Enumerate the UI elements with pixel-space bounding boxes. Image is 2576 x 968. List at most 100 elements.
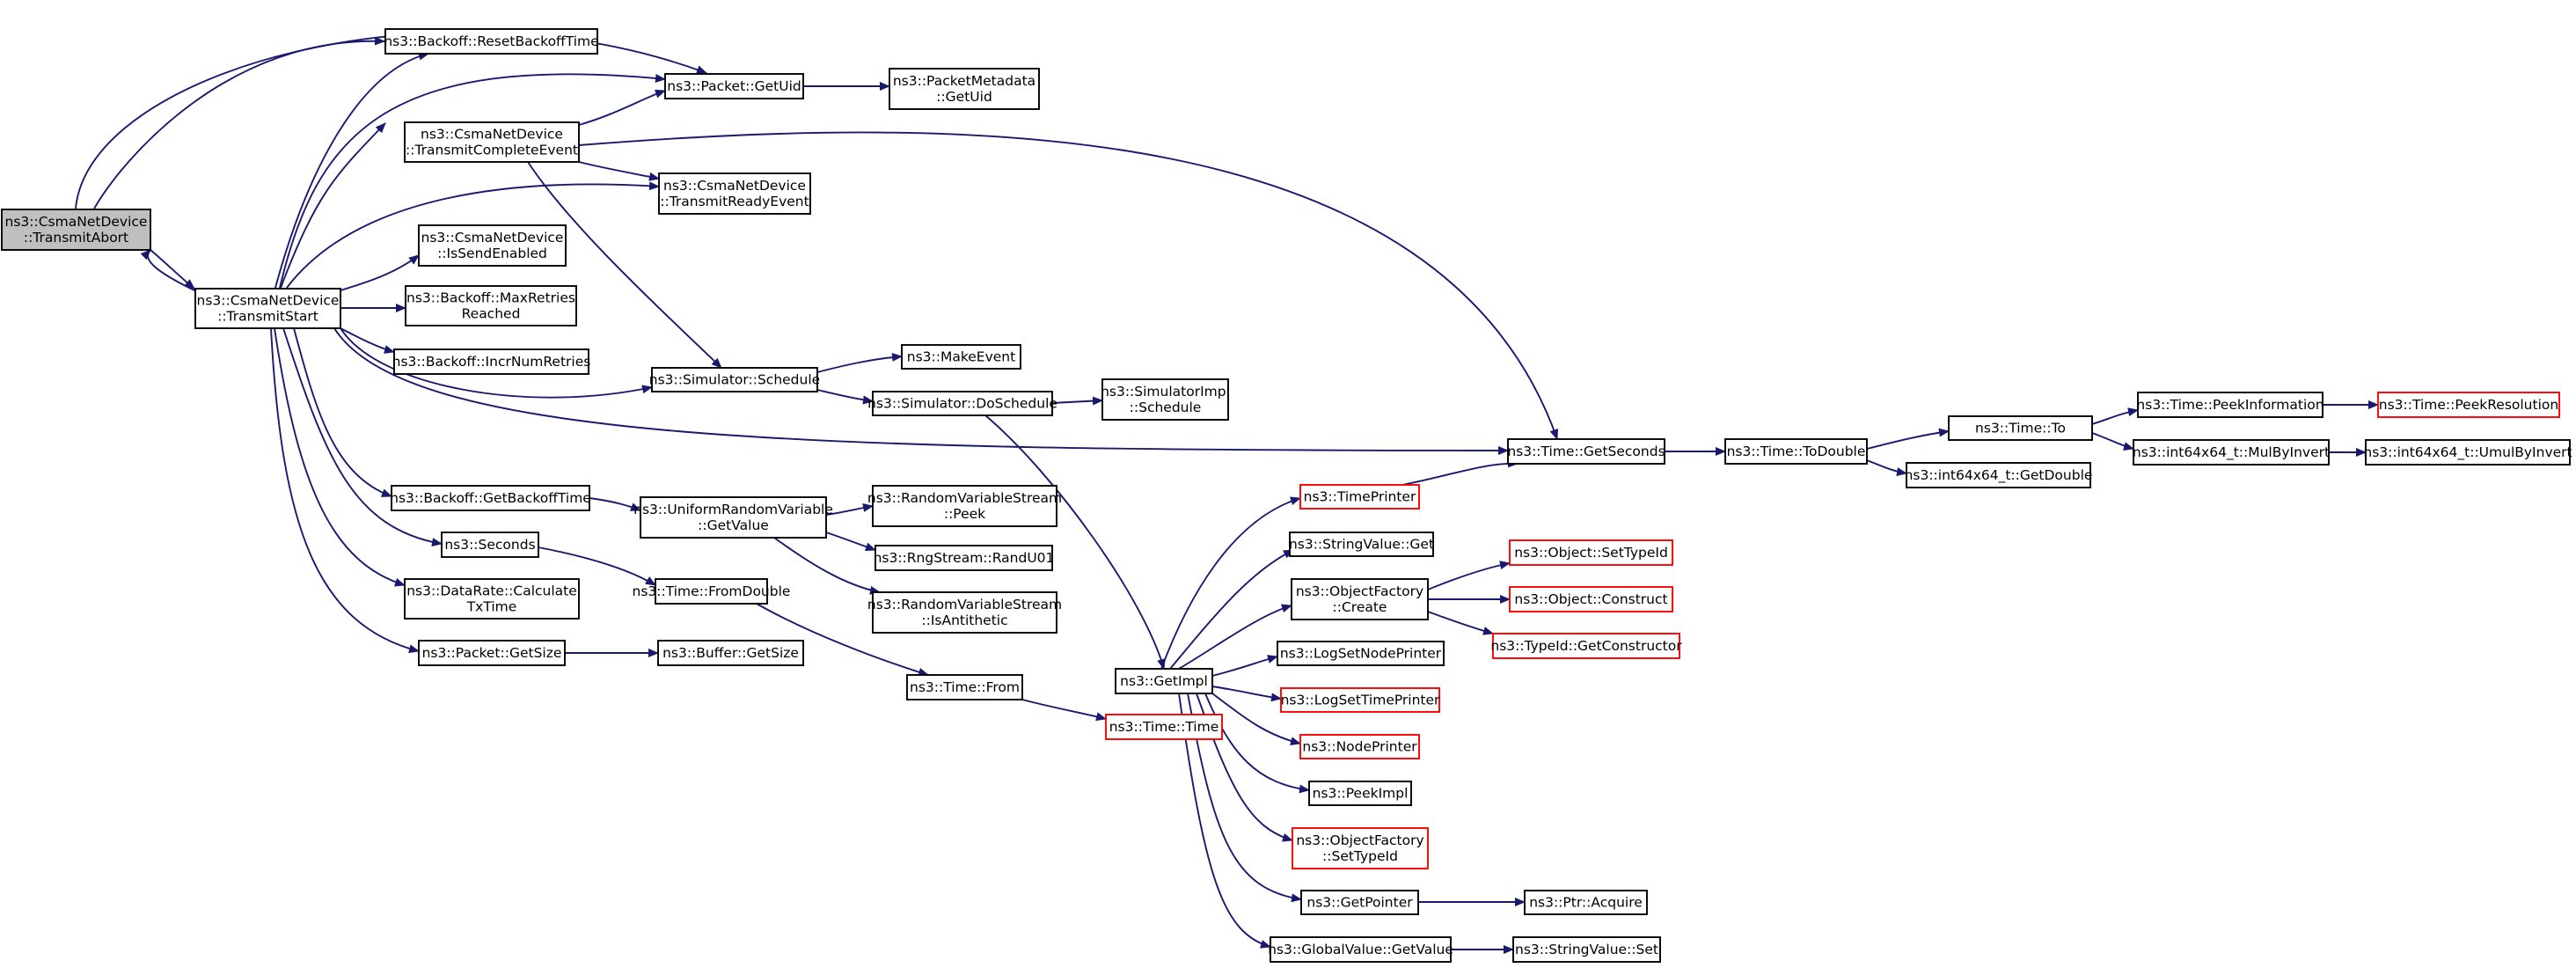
node-n45[interactable]: ns3::ObjectFactory::SetTypeId <box>1292 827 1429 869</box>
node-box[interactable] <box>1105 714 1223 740</box>
node-box[interactable] <box>418 224 567 267</box>
node-n19[interactable]: ns3::Time::PeekResolution <box>2377 392 2560 418</box>
node-box[interactable] <box>1509 539 1673 566</box>
node-n17[interactable]: ns3::int64x64_t::GetDouble <box>1905 462 2093 488</box>
node-box[interactable] <box>1 209 151 251</box>
node-box[interactable] <box>872 391 1053 416</box>
node-box[interactable] <box>418 640 566 666</box>
node-n32[interactable]: ns3::Time::From <box>906 674 1023 700</box>
node-n1[interactable]: ns3::CsmaNetDevice::TransmitStart <box>194 288 341 329</box>
node-n47[interactable]: ns3::Ptr::Acquire <box>1524 890 1648 915</box>
node-n31[interactable]: ns3::Buffer::GetSize <box>657 640 804 666</box>
node-n0[interactable]: ns3::CsmaNetDevice::TransmitAbort <box>1 209 151 251</box>
node-n20[interactable]: ns3::int64x64_t::MulByInvert <box>2133 439 2330 466</box>
node-n33[interactable]: ns3::Time::Time <box>1105 714 1223 740</box>
node-box[interactable] <box>194 288 341 329</box>
node-box[interactable] <box>1300 890 1419 915</box>
node-n23[interactable]: ns3::UniformRandomVariable::GetValue <box>633 496 833 539</box>
node-box[interactable] <box>664 73 804 99</box>
node-box[interactable] <box>405 285 577 326</box>
node-n14[interactable]: ns3::Time::GetSeconds <box>1507 438 1665 465</box>
node-n30[interactable]: ns3::Packet::GetSize <box>418 640 566 666</box>
node-n39[interactable]: ns3::Object::Construct <box>1509 586 1673 612</box>
node-box[interactable] <box>1292 827 1429 869</box>
node-n25[interactable]: ns3::RngStream::RandU01 <box>874 545 1055 571</box>
node-box[interactable] <box>655 578 768 605</box>
node-box[interactable] <box>391 485 590 511</box>
node-box[interactable] <box>640 496 827 539</box>
node-box[interactable] <box>2137 392 2324 418</box>
node-box[interactable] <box>1101 378 1229 421</box>
node-box[interactable] <box>404 578 580 620</box>
node-box[interactable] <box>872 485 1057 527</box>
node-n36[interactable]: ns3::StringValue::Get <box>1289 532 1434 557</box>
node-box[interactable] <box>906 674 1023 700</box>
node-box[interactable] <box>393 348 589 375</box>
node-n21[interactable]: ns3::int64x64_t::UmulByInvert <box>2363 439 2572 466</box>
node-n26[interactable]: ns3::RandomVariableStream::IsAntithetic <box>867 591 1062 634</box>
node-n2[interactable]: ns3::Backoff::ResetBackoffTime <box>384 28 599 55</box>
node-n13[interactable]: ns3::SimulatorImpl::Schedule <box>1101 378 1230 421</box>
node-box[interactable] <box>1724 438 1868 465</box>
node-n7[interactable]: ns3::CsmaNetDevice::IsSendEnabled <box>418 224 567 267</box>
node-n48[interactable]: ns3::GlobalValue::GetValue <box>1268 936 1453 963</box>
node-n46[interactable]: ns3::GetPointer <box>1300 890 1419 915</box>
node-n24[interactable]: ns3::RandomVariableStream::Peek <box>867 485 1062 527</box>
node-n28[interactable]: ns3::Time::FromDouble <box>633 578 791 605</box>
node-n38[interactable]: ns3::Object::SetTypeId <box>1509 539 1673 566</box>
node-box[interactable] <box>1492 633 1680 659</box>
node-n40[interactable]: ns3::TypeId::GetConstructor <box>1490 633 1682 659</box>
node-box[interactable] <box>1115 668 1213 694</box>
node-n12[interactable]: ns3::Simulator::DoSchedule <box>867 391 1057 416</box>
node-n22[interactable]: ns3::Backoff::GetBackoffTime <box>390 485 591 511</box>
node-n37[interactable]: ns3::ObjectFactory::Create <box>1291 578 1429 620</box>
node-n18[interactable]: ns3::Time::PeekInformation <box>2136 392 2324 418</box>
node-box[interactable] <box>441 532 539 558</box>
node-box[interactable] <box>1299 734 1420 759</box>
node-n27[interactable]: ns3::Seconds <box>441 532 539 558</box>
node-box[interactable] <box>2133 439 2330 466</box>
node-box[interactable] <box>1277 641 1445 666</box>
node-n41[interactable]: ns3::LogSetNodePrinter <box>1277 641 1445 666</box>
node-box[interactable] <box>2365 439 2571 466</box>
node-box[interactable] <box>872 591 1057 634</box>
node-box[interactable] <box>384 28 598 55</box>
node-n15[interactable]: ns3::Time::ToDouble <box>1724 438 1868 465</box>
node-box[interactable] <box>1270 936 1452 963</box>
node-n44[interactable]: ns3::PeekImpl <box>1308 781 1412 806</box>
node-box[interactable] <box>1509 586 1673 612</box>
node-box[interactable] <box>651 367 818 392</box>
node-box[interactable] <box>901 344 1021 370</box>
node-n3[interactable]: ns3::Packet::GetUid <box>664 73 804 99</box>
node-box[interactable] <box>1299 484 1420 510</box>
node-n6[interactable]: ns3::CsmaNetDevice::TransmitReadyEvent <box>658 172 811 215</box>
node-n42[interactable]: ns3::LogSetTimePrinter <box>1280 687 1440 713</box>
node-box[interactable] <box>1524 890 1648 915</box>
node-box[interactable] <box>1308 781 1412 806</box>
node-box[interactable] <box>1291 578 1429 620</box>
node-n43[interactable]: ns3::NodePrinter <box>1299 734 1420 759</box>
node-n16[interactable]: ns3::Time::To <box>1948 415 2093 441</box>
node-box[interactable] <box>1906 462 2091 488</box>
node-n10[interactable]: ns3::Simulator::Schedule <box>649 367 820 392</box>
node-box[interactable] <box>875 545 1053 571</box>
node-box[interactable] <box>658 172 811 215</box>
node-box[interactable] <box>1280 687 1440 713</box>
node-n4[interactable]: ns3::PacketMetadata::GetUid <box>889 68 1040 110</box>
node-box[interactable] <box>1948 415 2093 441</box>
node-box[interactable] <box>657 640 804 666</box>
node-n9[interactable]: ns3::Backoff::IncrNumRetries <box>392 348 591 375</box>
node-n34[interactable]: ns3::GetImpl <box>1115 668 1213 694</box>
node-box[interactable] <box>889 68 1040 110</box>
node-n5[interactable]: ns3::CsmaNetDevice::TransmitCompleteEven… <box>404 121 580 163</box>
node-n49[interactable]: ns3::StringValue::Set <box>1512 936 1661 963</box>
node-box[interactable] <box>1289 532 1434 557</box>
node-box[interactable] <box>1507 438 1665 465</box>
node-n35[interactable]: ns3::TimePrinter <box>1299 484 1420 510</box>
node-n11[interactable]: ns3::MakeEvent <box>901 344 1021 370</box>
node-box[interactable] <box>404 121 580 163</box>
node-box[interactable] <box>2377 392 2560 418</box>
node-box[interactable] <box>1512 936 1661 963</box>
